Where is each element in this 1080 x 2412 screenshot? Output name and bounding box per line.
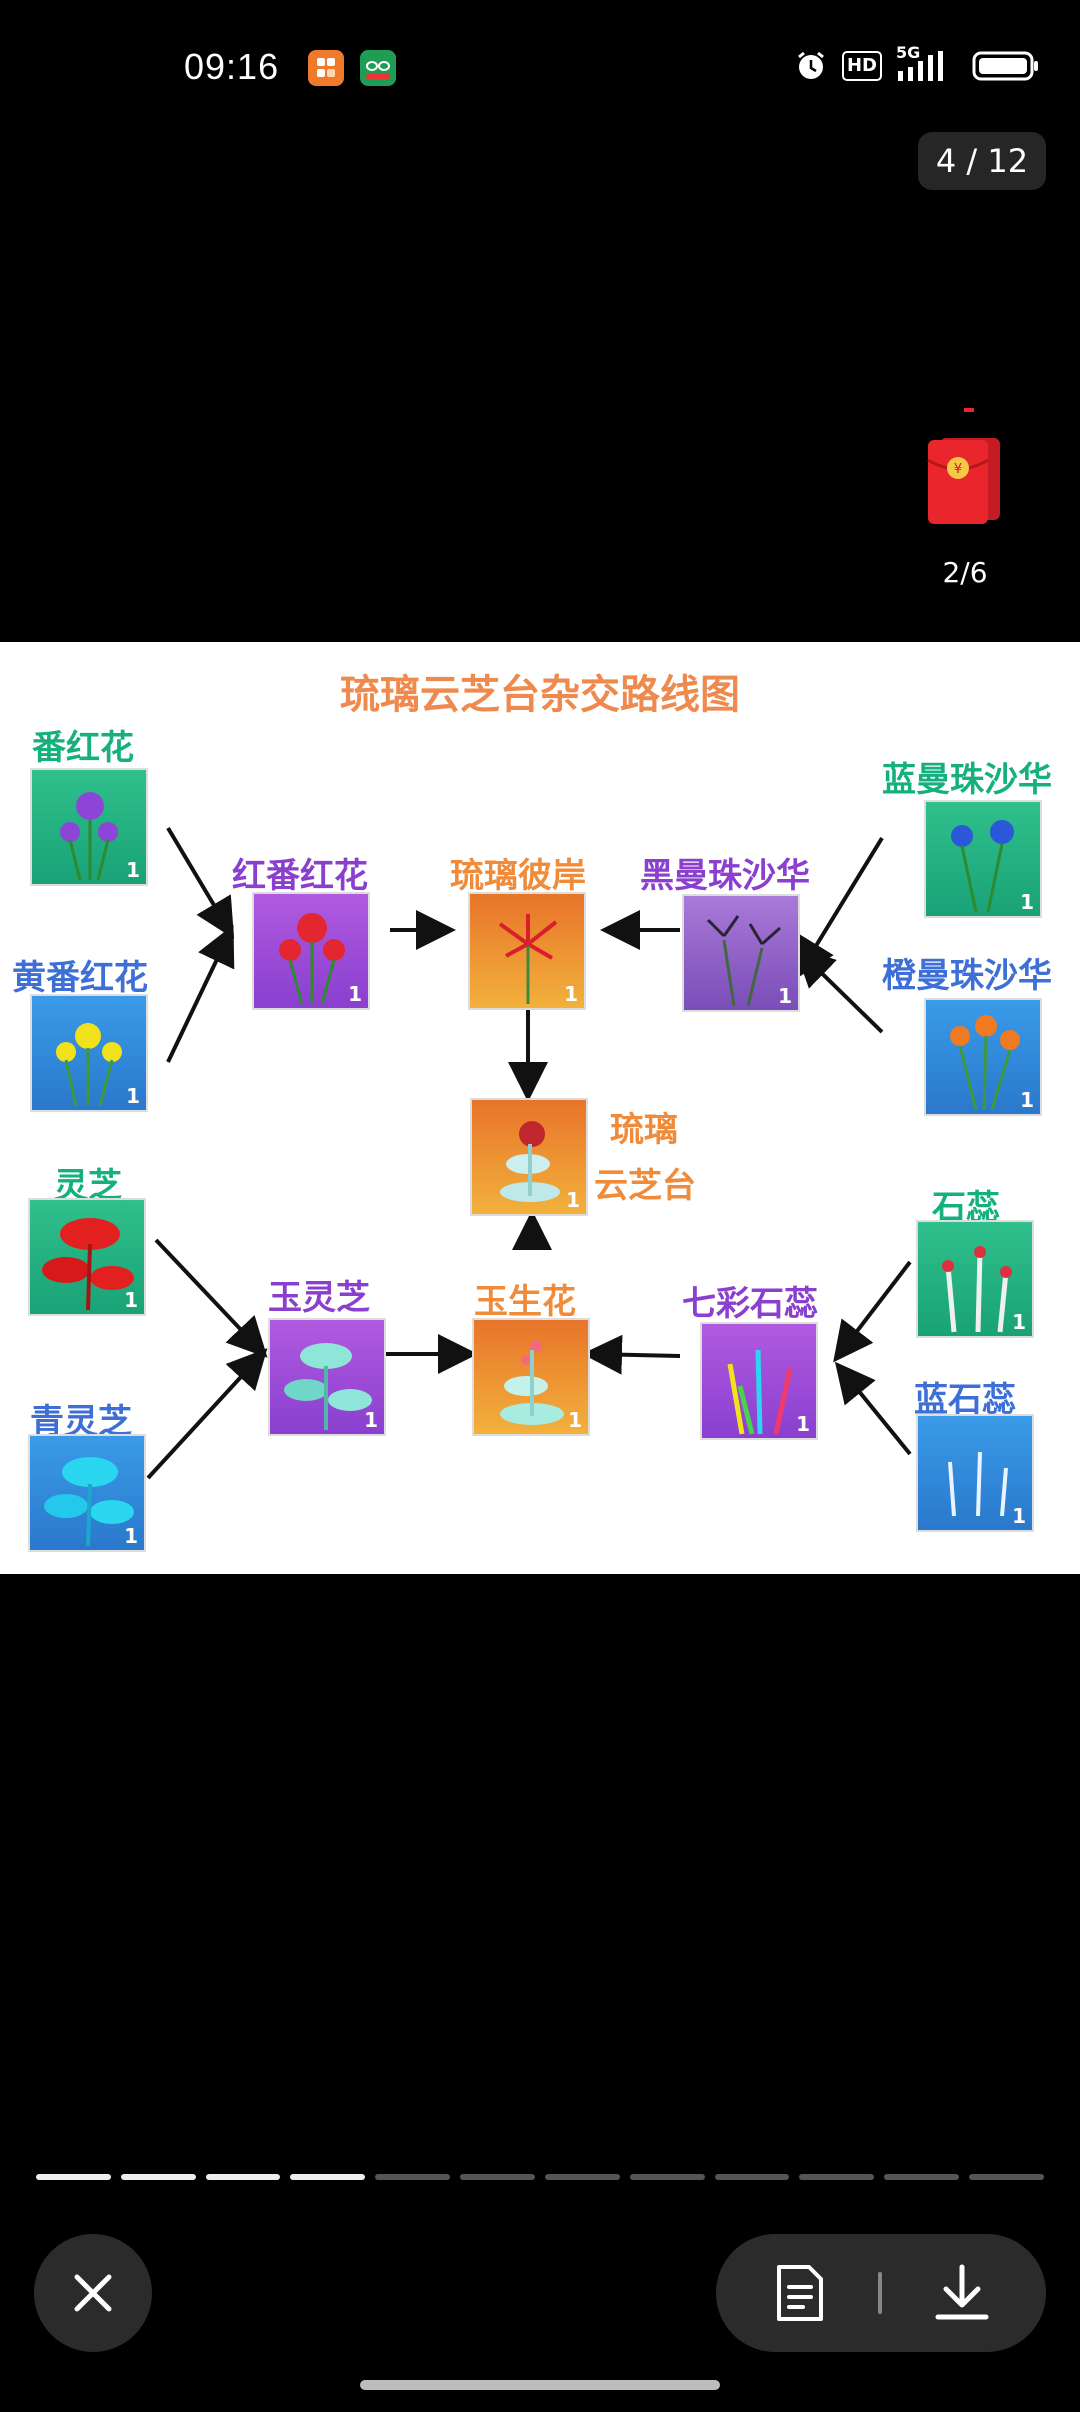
node-label-liulibian: 琉璃彼岸 xyxy=(450,856,586,896)
divider xyxy=(878,2272,882,2314)
battery-icon xyxy=(972,51,1038,81)
plant-card: 1 xyxy=(682,894,800,1012)
plant-card: 1 xyxy=(28,1434,146,1552)
progress-segment xyxy=(120,2174,196,2180)
node-label-heimanzhushahua: 黑曼珠沙华 xyxy=(640,856,810,896)
plant-card: 1 xyxy=(28,1198,146,1316)
hd-icon: HD xyxy=(841,51,882,81)
progress-segment xyxy=(375,2174,451,2180)
node-label-liuli-line1: 琉璃 xyxy=(610,1110,678,1150)
page-progress-indicator xyxy=(36,2174,1044,2180)
document-button[interactable] xyxy=(766,2259,834,2327)
plant-card: 1 xyxy=(30,768,148,886)
close-icon xyxy=(74,2274,112,2312)
progress-segment xyxy=(884,2174,960,2180)
progress-segment xyxy=(460,2174,535,2180)
red-packet-icon: ¥ xyxy=(927,408,1000,524)
plant-card: 1 xyxy=(470,1098,588,1216)
node-label-chengmanzhushahua: 橙曼珠沙华 xyxy=(882,956,1052,996)
plant-card: 1 xyxy=(916,1220,1034,1338)
plant-card: 1 xyxy=(30,994,148,1112)
node-label-lanshirui: 蓝石蕊 xyxy=(914,1380,1016,1420)
status-time: 09:16 xyxy=(184,46,280,87)
node-label-lanmanzhushahua: 蓝曼珠沙华 xyxy=(882,760,1052,800)
download-button[interactable] xyxy=(928,2259,996,2327)
plant-card: 1 xyxy=(924,800,1042,918)
progress-segment xyxy=(205,2174,281,2180)
action-pill xyxy=(716,2234,1046,2352)
close-button[interactable] xyxy=(34,2234,152,2352)
progress-segment xyxy=(290,2174,366,2180)
node-label-huangfanhonghua: 黄番红花 xyxy=(12,958,148,998)
alarm-icon xyxy=(798,51,824,79)
document-icon xyxy=(777,2265,823,2321)
red-packet-count: 2/6 xyxy=(942,556,988,589)
node-label-liuli-line2: 云芝台 xyxy=(594,1166,696,1206)
image-title: 琉璃云芝台杂交路线图 xyxy=(340,672,740,718)
node-label-yushenghua: 玉生花 xyxy=(474,1282,576,1322)
plant-card: 1 xyxy=(468,892,586,1010)
node-label-qicaishirui: 七彩石蕊 xyxy=(682,1284,818,1324)
plant-card: 1 xyxy=(700,1322,818,1440)
node-label-yulingzhi: 玉灵芝 xyxy=(268,1278,370,1318)
progress-segment xyxy=(714,2174,790,2180)
oppo-app-icon xyxy=(360,50,396,86)
page-counter: 4 / 12 xyxy=(918,132,1046,190)
progress-segment xyxy=(799,2174,875,2180)
plant-card: 1 xyxy=(924,998,1042,1116)
status-icons: HD 5G xyxy=(794,43,1040,88)
progress-segment xyxy=(36,2174,111,2180)
signal-5g-icon: 5G xyxy=(896,43,958,83)
node-label-fanhonghua: 番红花 xyxy=(32,728,134,768)
progress-segment xyxy=(629,2174,705,2180)
plant-card: 1 xyxy=(252,892,370,1010)
red-packet-button[interactable]: ¥ xyxy=(920,404,1010,538)
home-indicator[interactable] xyxy=(360,2380,720,2390)
image-content[interactable]: 琉璃云芝台杂交路线图 番红花 黄番红花 红番红花 琉璃彼岸 黑曼珠沙华 蓝曼珠沙… xyxy=(0,642,1080,1574)
plant-card: 1 xyxy=(472,1318,590,1436)
progress-segment xyxy=(544,2174,620,2180)
node-label-hongfanhonghua: 红番红花 xyxy=(232,856,368,896)
arrows-layer xyxy=(146,826,912,1480)
svg-text:¥: ¥ xyxy=(954,462,962,477)
download-icon xyxy=(935,2264,989,2320)
plant-card: 1 xyxy=(268,1318,386,1436)
progress-segment xyxy=(969,2174,1044,2180)
plant-card: 1 xyxy=(916,1414,1034,1532)
orange-app-icon xyxy=(308,50,344,86)
